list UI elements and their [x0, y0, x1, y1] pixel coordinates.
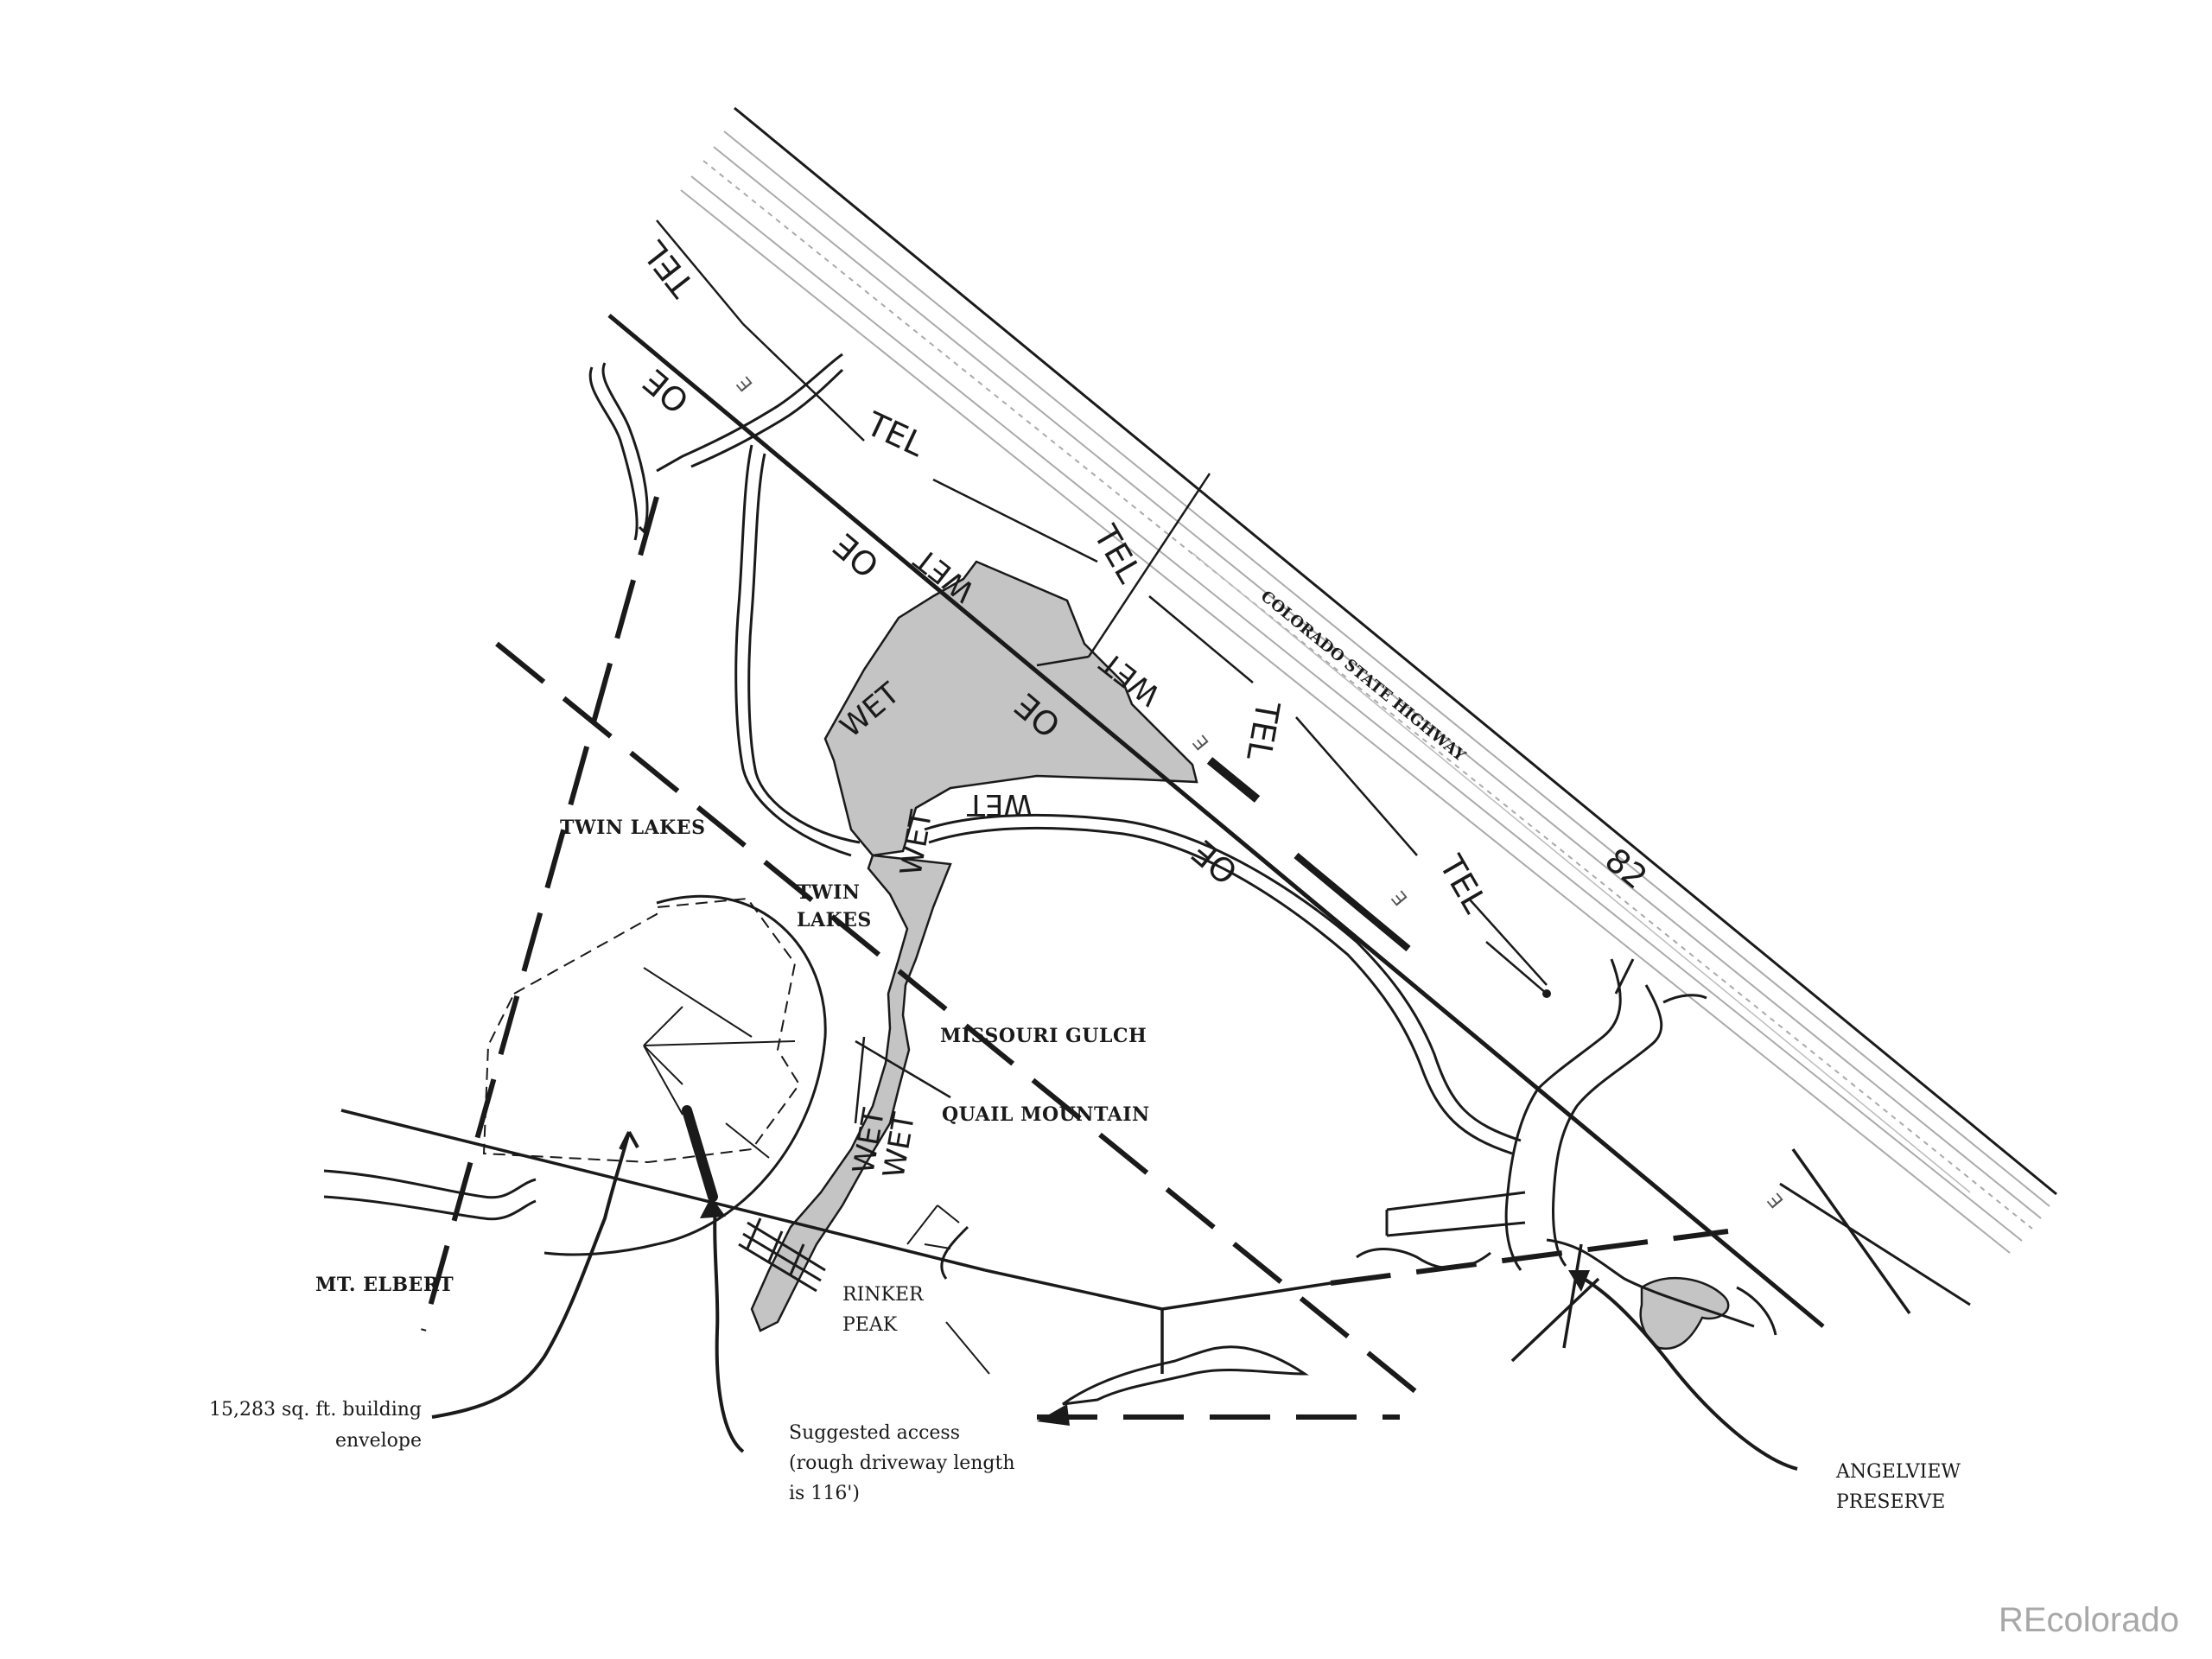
access-note-3: is 116') — [789, 1483, 860, 1504]
angelview-arrow-head — [1568, 1270, 1590, 1292]
watermark: REcolorado — [1998, 1601, 2179, 1639]
south-arrow-head — [1037, 1404, 1070, 1426]
building-envelope — [482, 894, 951, 1256]
telephone-line — [656, 219, 1548, 995]
e-marker-1: E — [734, 372, 758, 395]
tel-label-2: TEL — [860, 404, 930, 464]
callout-arrows — [431, 1131, 1798, 1471]
wetland-areas — [750, 560, 1730, 1351]
e-marker-3: E — [1389, 886, 1413, 909]
rinker-peak-label-2: PEAK — [842, 1314, 898, 1336]
twin-lakes-label-2a: TWIN — [797, 881, 860, 904]
oe-label-2: OE — [826, 525, 887, 584]
oe-label-1: OE — [636, 361, 696, 420]
roads — [323, 353, 1777, 1336]
overhead-electric-line — [607, 314, 1825, 1328]
twin-lakes-label-2b: LAKES — [797, 909, 872, 931]
access-arrow-head — [700, 1197, 726, 1218]
highway-lines — [680, 106, 2057, 1306]
angelview-label-2: PRESERVE — [1836, 1491, 1945, 1513]
e-marker-4: E — [1764, 1188, 1789, 1211]
boundary-lines — [340, 1109, 1911, 1374]
tel-label-5: TEL — [1432, 849, 1495, 919]
rinker-peak-label-1: RINKER — [842, 1284, 925, 1306]
tel-label-1: TEL — [635, 234, 702, 305]
e-marker-2: E — [1190, 730, 1214, 753]
envelope-note-1: 15,283 sq. ft. building — [209, 1399, 422, 1421]
access-note-1: Suggested access — [789, 1422, 960, 1444]
tel-label-4: TEL — [1239, 697, 1287, 763]
twin-lakes-label: TWIN LAKES — [560, 817, 705, 839]
suggested-driveway — [738, 1217, 826, 1293]
highway-number: 82 — [1598, 841, 1654, 897]
property-boundary — [421, 496, 1729, 1420]
access-note-2: (rough driveway length — [789, 1452, 1015, 1474]
missouri-gulch-label: MISSOURI GULCH — [940, 1025, 1147, 1047]
tel-endpoint — [1542, 989, 1551, 998]
wet-label-4: WET — [967, 787, 1033, 822]
quail-mountain-label: QUAIL MOUNTAIN — [942, 1103, 1150, 1126]
envelope-note-2: envelope — [335, 1430, 422, 1452]
angelview-label-1: ANGELVIEW — [1835, 1461, 1961, 1483]
mt-elbert-label: MT. ELBERT — [315, 1274, 454, 1296]
creek-cut-lines — [906, 1205, 1309, 1406]
